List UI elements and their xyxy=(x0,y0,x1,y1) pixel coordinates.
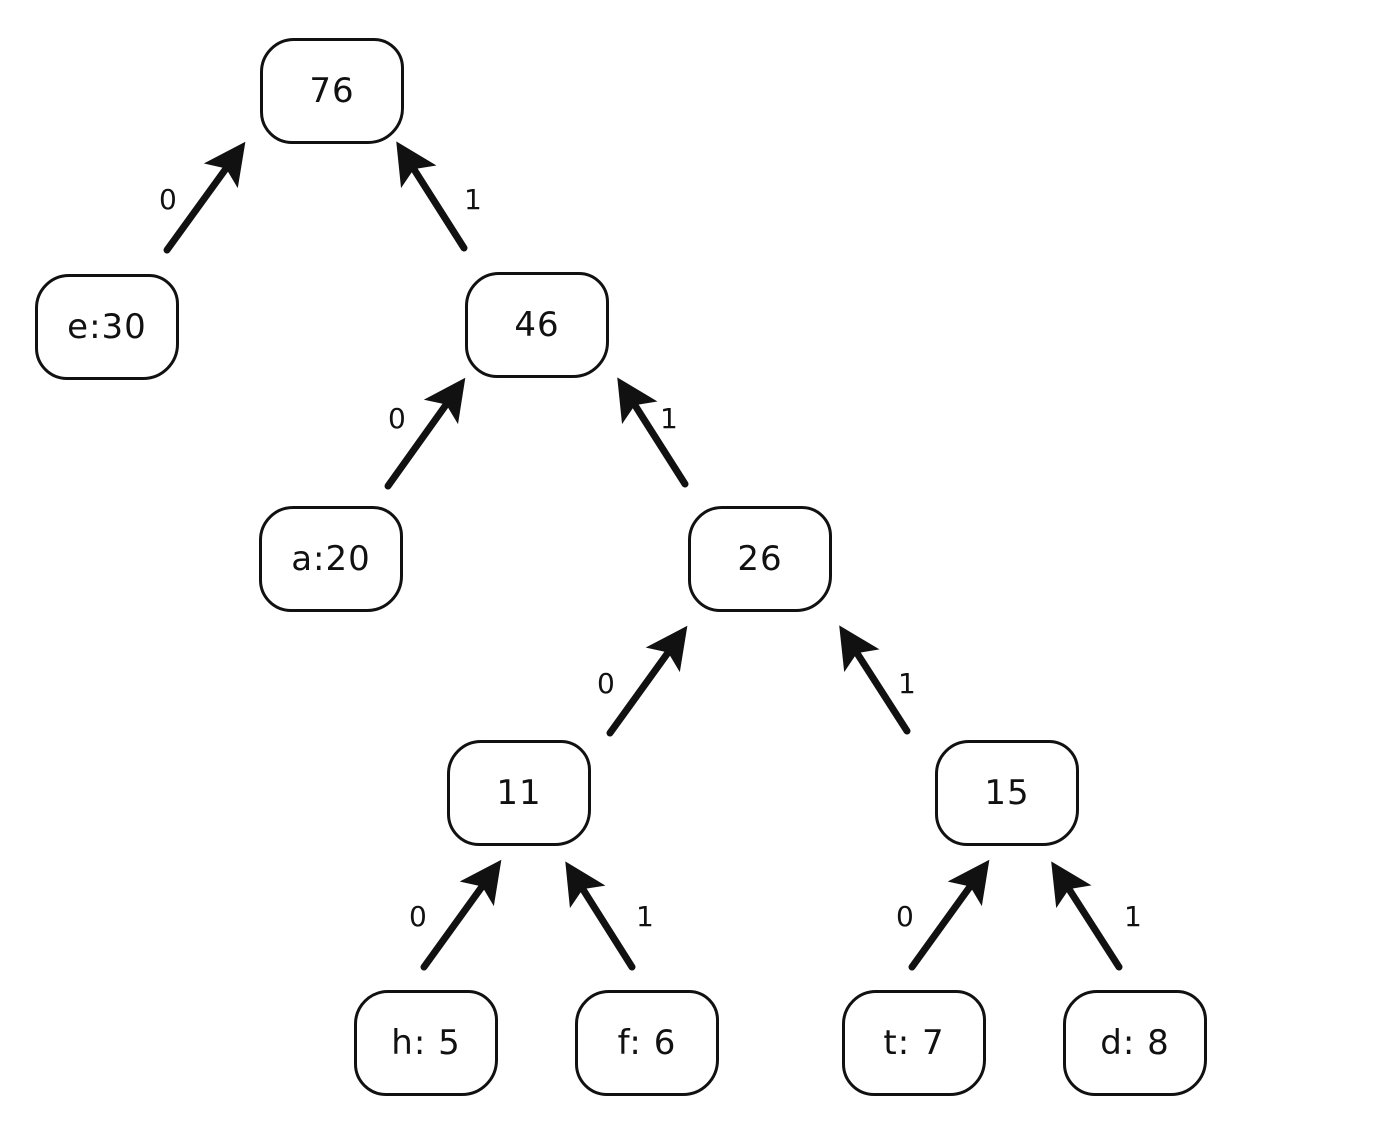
node-leaf-e: e:30 xyxy=(35,274,179,380)
node-15: 15 xyxy=(935,740,1079,846)
node-26: 26 xyxy=(688,506,832,612)
node-11: 11 xyxy=(447,740,591,846)
node-46: 46 xyxy=(465,272,609,378)
edge-a-to-46 xyxy=(384,377,466,490)
edge-f-to-11 xyxy=(565,861,636,971)
edge-label-d-15: 1 xyxy=(1124,900,1142,933)
edge-label-f-11: 1 xyxy=(636,900,654,933)
node-leaf-a: a:20 xyxy=(259,506,403,612)
edge-15-to-26 xyxy=(839,625,911,735)
edge-t-to-15 xyxy=(908,859,990,971)
edge-label-26-46: 1 xyxy=(660,402,678,435)
edge-label-15-26: 1 xyxy=(898,667,916,700)
edge-label-11-26: 0 xyxy=(597,667,615,700)
edge-label-a-46: 0 xyxy=(388,402,406,435)
edge-label-h-11: 0 xyxy=(409,900,427,933)
node-leaf-d: d: 8 xyxy=(1063,990,1207,1096)
edge-label-t-15: 0 xyxy=(896,900,914,933)
node-leaf-t: t: 7 xyxy=(842,990,986,1096)
node-leaf-h: h: 5 xyxy=(354,990,498,1096)
edge-e-to-root xyxy=(163,141,246,254)
edge-46-to-root xyxy=(396,141,468,252)
edge-label-e-root: 0 xyxy=(159,183,177,216)
edge-11-to-26 xyxy=(606,625,688,737)
node-leaf-f: f: 6 xyxy=(575,990,719,1096)
edge-d-to-15 xyxy=(1051,861,1123,971)
node-root-76: 76 xyxy=(260,38,404,144)
edge-26-to-46 xyxy=(617,377,689,488)
edge-label-46-root: 1 xyxy=(464,183,482,216)
edge-h-to-11 xyxy=(420,859,502,971)
